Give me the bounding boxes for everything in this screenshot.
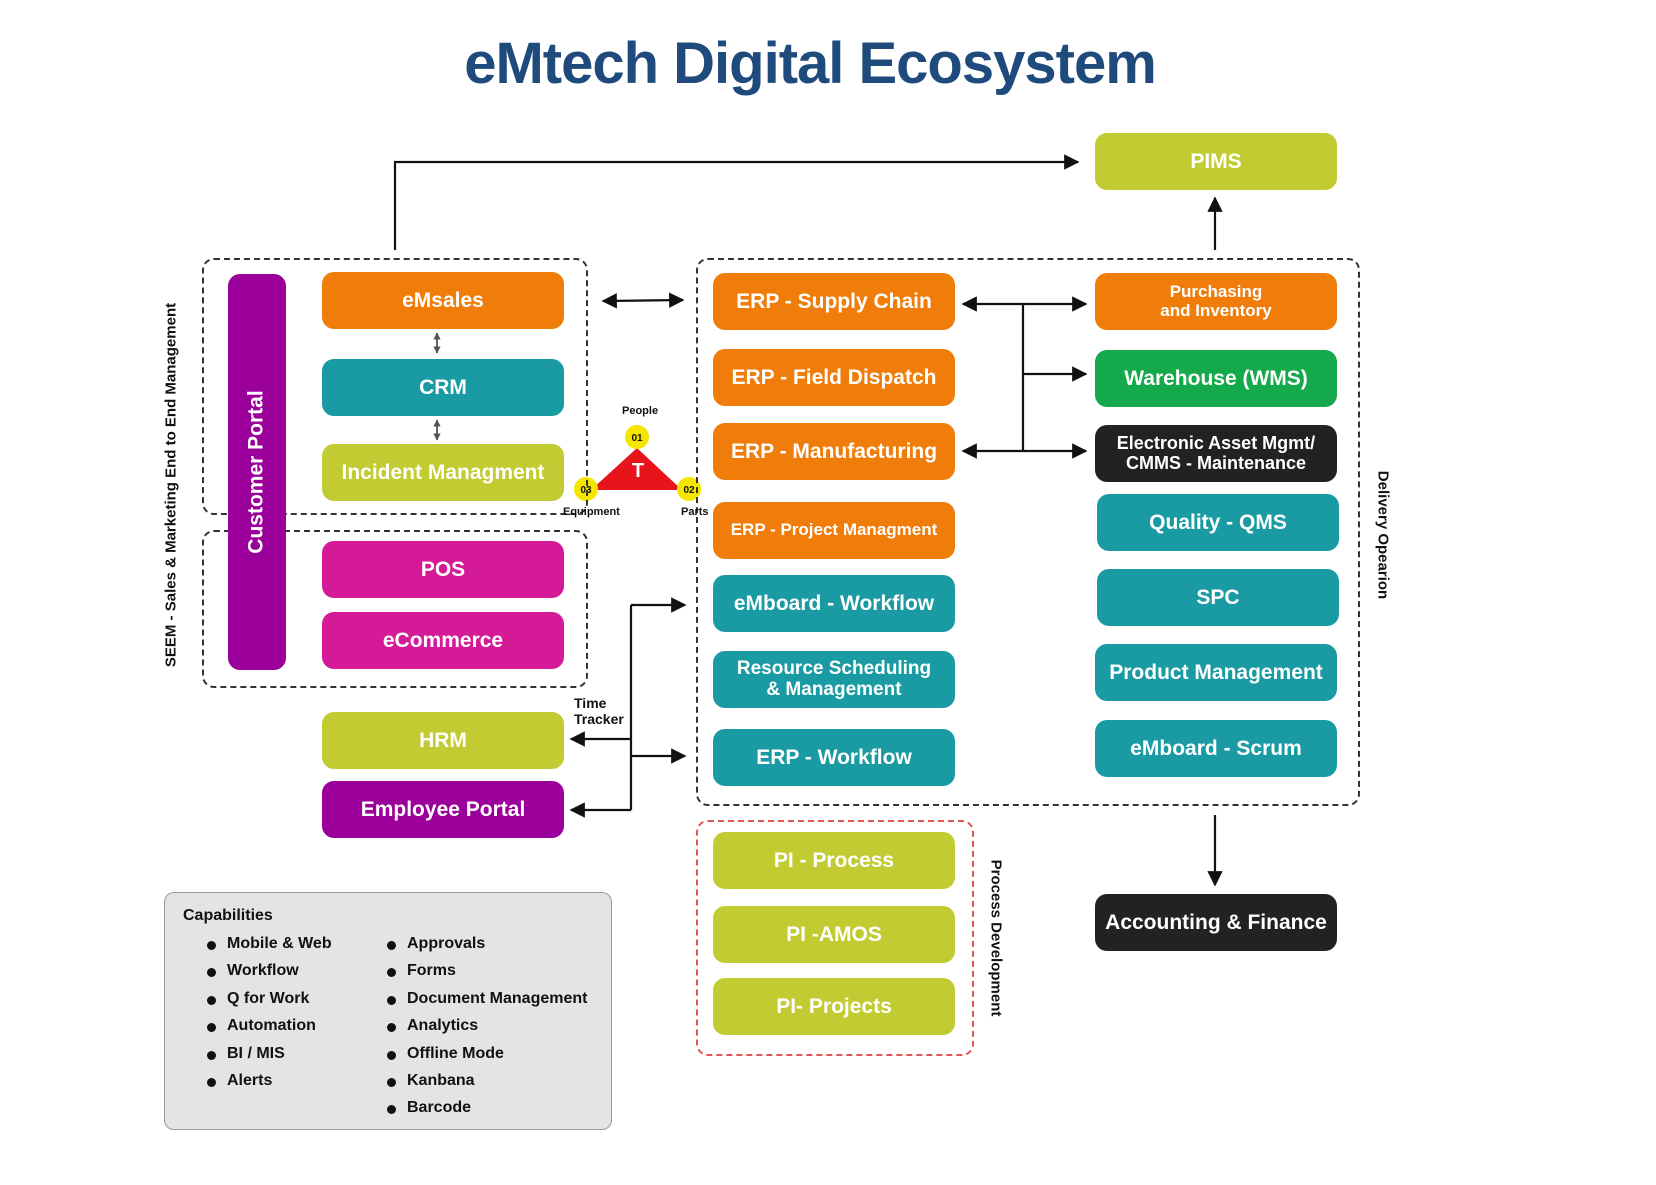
pos-box[interactable]: POS — [322, 541, 564, 598]
sales-group-frame — [202, 258, 588, 515]
accounting-finance-box[interactable]: Accounting & Finance — [1095, 894, 1337, 951]
erp-supply-chain-box[interactable]: ERP - Supply Chain — [713, 273, 955, 330]
purchasing-inventory-box[interactable]: Purchasing and Inventory — [1095, 273, 1337, 330]
parts-label: Parts — [681, 506, 709, 518]
emsales-box[interactable]: eMsales — [322, 272, 564, 329]
emboard-scrum-box[interactable]: eMboard - Scrum — [1095, 720, 1337, 777]
quality-qms-box[interactable]: Quality - QMS — [1097, 494, 1339, 551]
asset-line1: Electronic Asset Mgmt/ — [1116, 432, 1316, 453]
capabilities-title: Capabilities — [183, 907, 273, 924]
capability-item: Q for Work — [203, 990, 332, 1017]
triangle-center-label: T — [632, 460, 644, 482]
emboard-workflow-box[interactable]: eMboard - Workflow — [713, 575, 955, 632]
spc-box[interactable]: SPC — [1097, 569, 1339, 626]
erp-project-management-box[interactable]: ERP - Project Managment — [713, 502, 955, 559]
erp-field-dispatch-box[interactable]: ERP - Field Dispatch — [713, 349, 955, 406]
pi-process-box[interactable]: PI - Process — [713, 832, 955, 889]
purchasing-line2: and Inventory — [1160, 300, 1272, 320]
capabilities-list-2: Approvals Forms Document Management Anal… — [383, 935, 587, 1127]
crm-box[interactable]: CRM — [322, 359, 564, 416]
equipment-label: Equipment — [563, 506, 620, 518]
capability-item: Workflow — [203, 962, 332, 989]
capability-item: Document Management — [383, 990, 587, 1017]
delivery-label: Delivery Opearion — [1374, 470, 1392, 600]
people-label: People — [622, 405, 659, 417]
parts-circle — [677, 477, 701, 501]
process-group-frame — [696, 820, 974, 1056]
erp-manufacturing-box[interactable]: ERP - Manufacturing — [713, 423, 955, 480]
time-tracker-label: Time Tracker — [574, 695, 624, 727]
people-circle — [625, 425, 649, 449]
ecommerce-box[interactable]: eCommerce — [322, 612, 564, 669]
capability-item: Barcode — [383, 1099, 587, 1126]
capability-item: Forms — [383, 962, 587, 989]
arrow-to-pims-top — [393, 154, 1080, 250]
arrow-left-middle — [601, 292, 685, 309]
time-tracker-line1: Time — [574, 695, 607, 711]
capabilities-list-1: Mobile & Web Workflow Q for Work Automat… — [203, 935, 332, 1099]
customer-portal-box[interactable]: Customer Portal — [228, 274, 286, 670]
capability-item: BI / MIS — [203, 1045, 332, 1072]
resource-scheduling-line1: Resource Scheduling — [736, 657, 932, 679]
warehouse-wms-box[interactable]: Warehouse (WMS) — [1095, 350, 1337, 407]
capabilities-panel: Capabilities Mobile & Web Workflow Q for… — [164, 892, 612, 1130]
customer-portal-label: Customer Portal — [245, 390, 268, 554]
process-development-label: Process Development — [987, 859, 1005, 1017]
employee-portal-box[interactable]: Employee Portal — [322, 781, 564, 838]
purchasing-line1: Purchasing — [1169, 281, 1263, 301]
product-management-box[interactable]: Product Management — [1095, 644, 1337, 701]
seem-label: SEEM - Sales & Marketing End to End Mana… — [162, 302, 180, 668]
pims-box[interactable]: PIMS — [1095, 133, 1337, 190]
pi-projects-box[interactable]: PI- Projects — [713, 978, 955, 1035]
hrm-box[interactable]: HRM — [322, 712, 564, 769]
capability-item: Kanbana — [383, 1072, 587, 1099]
delivery-group-frame — [696, 258, 1360, 806]
commerce-group-frame — [202, 530, 588, 688]
people-number: 01 — [631, 433, 643, 444]
parts-number: 02 — [683, 485, 695, 496]
capability-item: Offline Mode — [383, 1045, 587, 1072]
resource-scheduling-line2: & Management — [766, 678, 902, 700]
resource-scheduling-box[interactable]: Resource Scheduling & Management — [713, 651, 955, 708]
capability-item: Automation — [203, 1017, 332, 1044]
time-tracker-line2: Tracker — [574, 711, 624, 728]
erp-workflow-box[interactable]: ERP - Workflow — [713, 729, 955, 786]
capability-item: Approvals — [383, 935, 587, 962]
asset-line2: CMMS - Maintenance — [1125, 452, 1307, 473]
page-title: eMtech Digital Ecosystem — [464, 31, 1157, 96]
capability-item: Mobile & Web — [203, 935, 332, 962]
pi-amos-box[interactable]: PI -AMOS — [713, 906, 955, 963]
triangle-shape — [591, 448, 682, 490]
incident-management-box[interactable]: Incident Managment — [322, 444, 564, 501]
electronic-asset-box[interactable]: Electronic Asset Mgmt/ CMMS - Maintenanc… — [1095, 425, 1337, 482]
capability-item: Analytics — [383, 1017, 587, 1044]
capability-item: Alerts — [203, 1072, 332, 1099]
